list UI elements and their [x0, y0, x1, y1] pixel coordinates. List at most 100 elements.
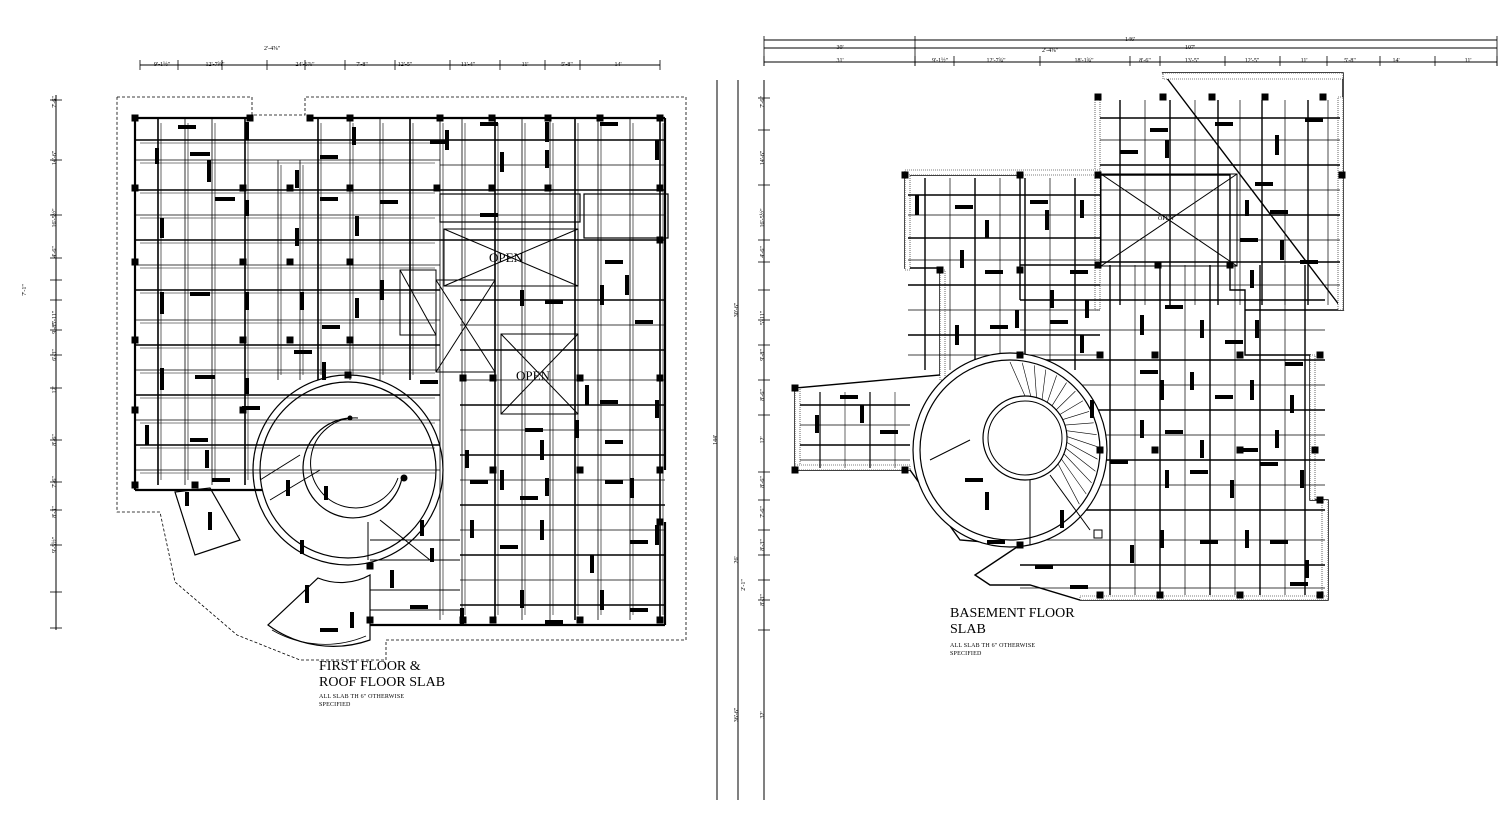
rebar-mark	[545, 122, 549, 142]
rebar-mark	[245, 200, 249, 216]
dimension-text: 31'	[836, 58, 843, 64]
rebar-mark	[205, 450, 209, 468]
column-mark	[656, 184, 664, 192]
column-mark	[346, 114, 354, 122]
dimension-text: 14'	[1392, 58, 1399, 64]
rebar-mark	[160, 218, 164, 238]
rebar-mark	[480, 122, 498, 126]
rebar-mark	[1150, 128, 1168, 132]
column-mark	[306, 114, 314, 122]
dimension-text: 11'	[1301, 58, 1308, 64]
hatched-wall	[1337, 96, 1344, 311]
rebar-mark	[1270, 540, 1288, 544]
column-mark	[1261, 93, 1269, 101]
rebar-mark	[955, 325, 959, 345]
open-label-basement: OPEN	[1158, 216, 1174, 222]
column-mark	[656, 616, 664, 624]
open-label-first-floor-1: OPEN	[489, 250, 524, 265]
rebar-mark	[470, 480, 488, 484]
dimension-text: 18'-1¾"	[1074, 57, 1094, 64]
column-mark	[1094, 93, 1102, 101]
dimension-text: 7'-6"	[760, 506, 766, 518]
column-mark	[1154, 261, 1162, 269]
rebar-mark	[600, 400, 618, 404]
column-mark	[459, 374, 467, 382]
stair-inner-arc	[302, 417, 403, 519]
basement-title-line2: SLAB	[950, 622, 986, 637]
column-mark	[656, 374, 664, 382]
dimension-text: 2'-1"	[741, 579, 747, 591]
column-mark	[1338, 171, 1346, 179]
rebar-mark	[1090, 400, 1094, 418]
first-floor-note-line2: SPECIFIED	[319, 702, 351, 708]
structural-line	[1066, 442, 1098, 460]
rebar-mark	[322, 325, 340, 329]
rebar-mark	[955, 205, 973, 209]
rebar-mark	[1200, 320, 1204, 338]
dimension-text: 12'	[760, 436, 766, 443]
rebar-mark	[605, 440, 623, 444]
dimension-text: 9'-8"	[760, 349, 766, 361]
rebar-mark	[1110, 460, 1128, 464]
rebar-mark	[545, 620, 563, 624]
rebar-mark	[1240, 448, 1258, 452]
column-mark	[1016, 266, 1024, 274]
slab-outline-dashed	[116, 96, 687, 661]
dimension-text: 11'	[522, 62, 529, 68]
rebar-mark	[295, 228, 299, 246]
hatched-wall	[904, 169, 1101, 176]
rebar-mark	[590, 555, 594, 573]
rebar-mark	[190, 152, 210, 156]
rebar-mark	[1140, 370, 1158, 374]
rebar-mark	[655, 525, 659, 545]
column-mark	[346, 184, 354, 192]
rebar-mark	[540, 440, 544, 460]
basement-stair-outer	[912, 352, 1108, 548]
dimension-text: 146'	[1125, 37, 1135, 43]
dimension-text: 9'-5½"	[51, 536, 58, 553]
structural-line	[1041, 369, 1047, 400]
first-floor-title-line2: ROOF FLOOR SLAB	[319, 675, 446, 690]
structural-line	[1066, 430, 1097, 436]
rebar-mark	[600, 122, 618, 126]
column-mark	[366, 562, 374, 570]
dimension-text: 5'-11"	[52, 310, 58, 325]
rebar-mark	[545, 478, 549, 496]
column-mark	[576, 374, 584, 382]
rebar-mark	[520, 496, 538, 500]
curved-panel	[267, 573, 371, 647]
rebar-mark	[1165, 140, 1169, 158]
rebar-mark	[286, 480, 290, 496]
rebar-mark	[320, 197, 338, 201]
rebar-mark	[545, 300, 563, 304]
rebar-mark	[294, 350, 312, 354]
dimension-text: 7'-1"	[22, 284, 28, 296]
rebar-mark	[915, 195, 919, 215]
rebar-mark	[1160, 380, 1164, 400]
rebar-mark	[500, 470, 504, 490]
rebar-mark	[470, 520, 474, 538]
rebar-mark	[390, 570, 394, 588]
basement-title-line1: BASEMENT FLOOR	[950, 606, 1075, 621]
column-mark	[1151, 351, 1159, 359]
rebar-mark	[500, 545, 518, 549]
rebar-mark	[320, 155, 338, 159]
stair-post	[400, 474, 408, 482]
rebar-mark	[1035, 565, 1053, 569]
rebar-mark	[1215, 395, 1233, 399]
column-mark	[791, 384, 799, 392]
dimension-text: 6'-3"	[52, 349, 58, 361]
hatched-wall	[1309, 354, 1316, 501]
rebar-mark	[207, 160, 211, 182]
rebar-mark	[605, 480, 623, 484]
rebar-mark	[1080, 200, 1084, 218]
dimension-text: 8'-3"	[760, 539, 766, 551]
dimension-text: 9'-1½"	[932, 57, 949, 64]
rebar-mark	[1190, 470, 1208, 474]
dimension-text: 4'-6"	[760, 246, 766, 258]
column-mark	[1236, 351, 1244, 359]
rebar-mark	[420, 520, 424, 536]
hatched-wall	[794, 387, 801, 471]
dimension-text: 8'-3"	[760, 594, 766, 606]
structural-line	[1056, 390, 1076, 411]
